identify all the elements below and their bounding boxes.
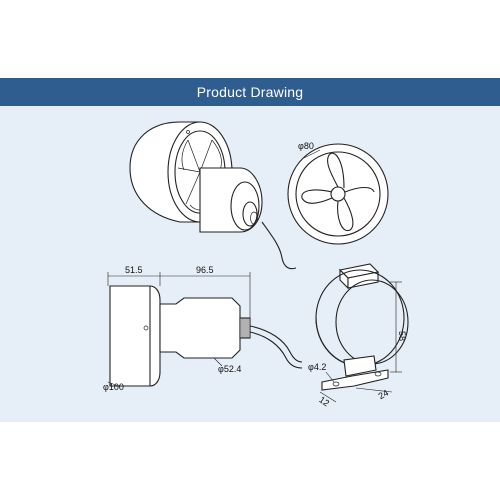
- front-view: [287, 143, 389, 245]
- side-housing-diameter-leader: [107, 381, 119, 387]
- front-diameter-leader: [303, 149, 321, 159]
- bracket-stand: [343, 355, 377, 377]
- front-outer-circle: [287, 143, 389, 245]
- front-blade-right: [344, 186, 375, 193]
- bracket-hole-left: [332, 381, 340, 387]
- side-rear-length-label: 96.5: [196, 265, 214, 275]
- bracket-width-dimension: [319, 391, 337, 403]
- side-motor-body: [159, 297, 241, 359]
- drawing-panel: [0, 106, 500, 422]
- side-gland-ribs: [241, 318, 249, 338]
- front-blade-bottom: [337, 197, 354, 232]
- side-cable-gland: [239, 317, 251, 339]
- front-blade-top: [327, 152, 345, 189]
- bracket-hole-right: [374, 371, 382, 377]
- side-screw: [143, 325, 149, 331]
- mounting-bracket: [315, 263, 409, 403]
- isometric-thruster-view: [129, 121, 297, 270]
- side-housing-diameter-label: φ100: [103, 382, 124, 392]
- bottom-band: [0, 422, 500, 500]
- iso-cable: [261, 221, 297, 270]
- bracket-hole-leader: [325, 371, 335, 383]
- side-cable: [249, 325, 303, 363]
- bracket-foot-width-label: 12: [317, 394, 331, 408]
- side-cable-lower: [249, 331, 303, 369]
- side-body-diameter-leader: [213, 357, 223, 367]
- header-bar: [0, 78, 500, 106]
- iso-screw: [186, 130, 190, 134]
- bracket-hole-label: φ4.2: [308, 362, 326, 372]
- bracket-height-label: 58: [397, 331, 407, 341]
- front-diameter-label: φ80: [298, 141, 314, 151]
- page-title: Product Drawing: [196, 84, 304, 100]
- bracket-foot-depth-label: 24: [377, 388, 391, 402]
- side-body-diameter-label: φ52.4: [218, 364, 241, 374]
- iso-cable-gland-inner: [250, 211, 258, 225]
- side-housing: [109, 285, 161, 387]
- front-inner-circle: [295, 151, 381, 237]
- bracket-depth-dimension: [355, 387, 393, 393]
- side-front-length-label: 51.5: [125, 265, 143, 275]
- top-band: [0, 0, 500, 78]
- side-view: [107, 272, 303, 387]
- bracket-ring-inner: [335, 279, 409, 365]
- front-blade-left: [301, 189, 333, 204]
